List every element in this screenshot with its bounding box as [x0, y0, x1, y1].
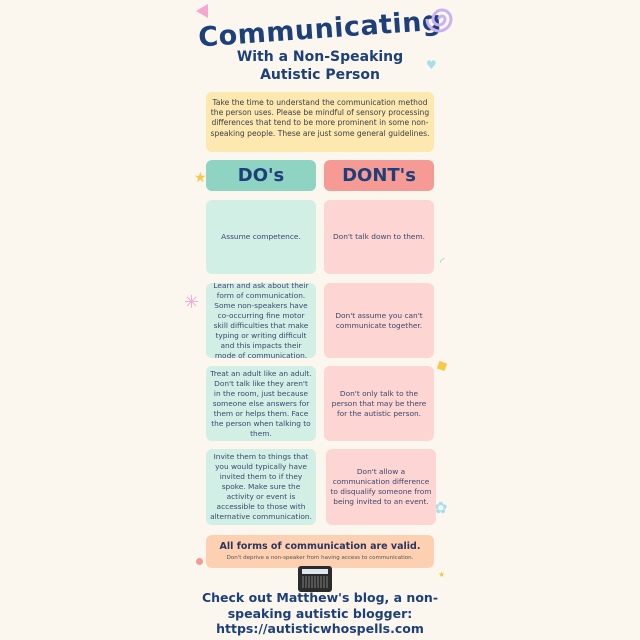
valid-communication-box: All forms of communication are valid. Do…: [206, 535, 434, 568]
do-item: Learn and ask about their form of commun…: [206, 281, 316, 360]
flower-decoration-icon: ✿: [434, 498, 448, 517]
spiral-decoration-icon: [425, 8, 453, 33]
square-decoration-icon: [436, 360, 448, 372]
heart-decoration-icon: ♥: [426, 58, 437, 72]
star-decoration-icon: ★: [194, 170, 207, 186]
dont-item: Don't talk down to them.: [324, 200, 434, 274]
valid-note: Don't deprive a non-speaker from having …: [226, 555, 414, 561]
blog-call-to-action: Check out Matthew's blog, a non-speaking…: [201, 590, 439, 636]
star-small-decoration-icon: ★: [438, 570, 446, 579]
intro-text: Take the time to understand the communic…: [206, 92, 434, 152]
dont-item: Don't only talk to the person that may b…: [324, 366, 434, 441]
do-item: Invite them to things that you would typ…: [206, 449, 316, 525]
title: Communicating: [197, 5, 443, 54]
dont-item: Don't allow a communication difference t…: [326, 449, 436, 525]
subtitle-line-1: With a Non-Speaking: [236, 49, 404, 65]
communication-device-icon: [298, 566, 332, 592]
arc-decoration-icon: ◜: [440, 255, 445, 269]
do-item: Treat an adult like an adult. Don't talk…: [206, 366, 316, 441]
sparkle-decoration-icon: ✳: [184, 292, 200, 313]
do-item: Assume competence.: [206, 200, 316, 274]
valid-heading: All forms of communication are valid.: [219, 541, 421, 552]
dot-decoration-icon: [196, 558, 203, 565]
subtitle: With a Non-Speaking Autistic Person: [200, 48, 440, 84]
subtitle-line-2: Autistic Person: [260, 67, 380, 83]
dont-item: Don't assume you can't communicate toget…: [324, 283, 434, 358]
triangle-decoration-icon: [196, 4, 208, 18]
donts-header: DONT's: [324, 160, 434, 191]
dos-header: DO's: [206, 160, 316, 191]
